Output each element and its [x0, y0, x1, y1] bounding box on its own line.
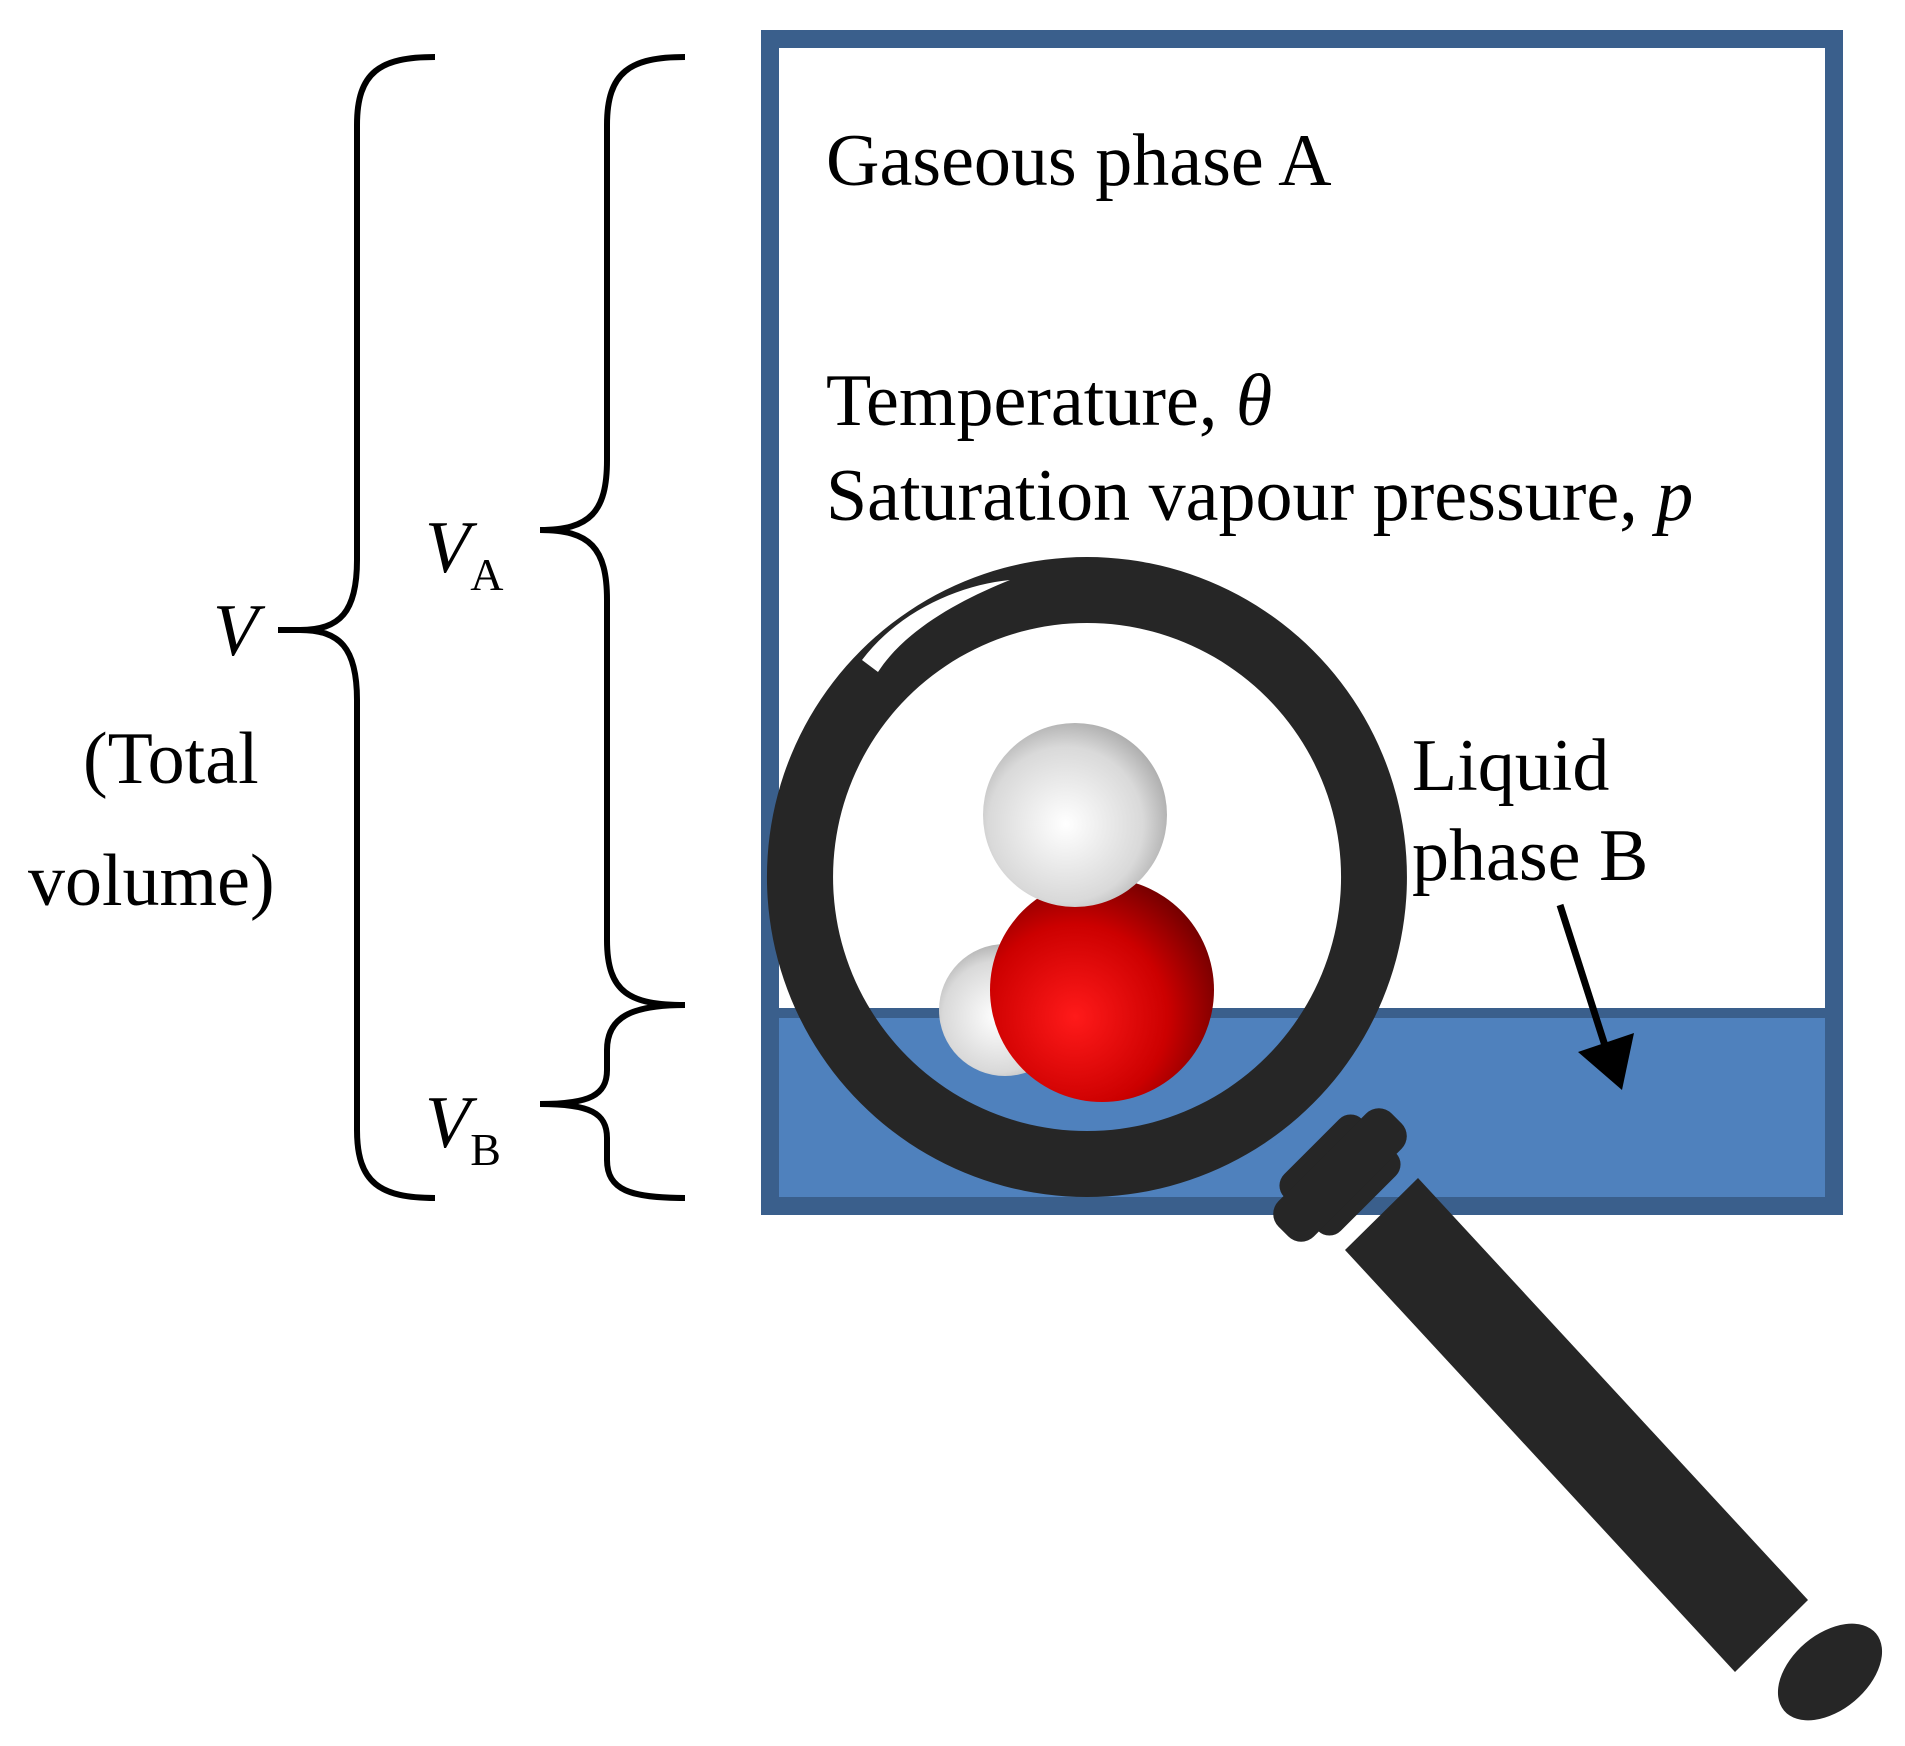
- total-volume-brace: [299, 54, 436, 1201]
- va-symbol: V: [425, 507, 478, 589]
- saturation-text: Saturation vapour pressure,: [826, 455, 1656, 537]
- magnifier-collar: [1273, 1108, 1407, 1242]
- vb-label: VB: [425, 1082, 501, 1175]
- saturation-label: Saturation vapour pressure, p: [826, 455, 1693, 537]
- liquid-arrow: [1556, 903, 1634, 1090]
- liquid-label-line2: phase B: [1412, 815, 1648, 897]
- va-label: VA: [425, 507, 503, 600]
- vb-symbol: V: [425, 1082, 478, 1164]
- vb-brace: [539, 1002, 686, 1201]
- total-volume-line2: volume): [28, 840, 275, 922]
- magnifier-handle-cap: [1777, 1623, 1883, 1721]
- magnifier-handle: [1345, 1178, 1808, 1672]
- total-volume-line1: (Total: [83, 718, 259, 800]
- lens-highlight-gap: [862, 580, 1010, 672]
- oxygen-atom: [990, 878, 1214, 1102]
- water-molecule-icon: [939, 723, 1214, 1102]
- va-brace: [539, 54, 686, 1008]
- saturation-symbol: p: [1651, 455, 1693, 537]
- hydrogen-atom-upper: [983, 723, 1167, 907]
- vb-subscript: B: [470, 1124, 501, 1175]
- v-total-symbol: V: [213, 590, 266, 672]
- liquid-label-line1: Liquid: [1412, 725, 1609, 807]
- temperature-symbol: θ: [1236, 360, 1272, 442]
- temperature-label: Temperature, θ: [826, 360, 1272, 442]
- magnifying-glass-icon: [766, 557, 1883, 1721]
- va-subscript: A: [470, 549, 503, 600]
- gas-phase-label: Gaseous phase A: [826, 120, 1332, 202]
- temperature-text: Temperature,: [826, 360, 1236, 442]
